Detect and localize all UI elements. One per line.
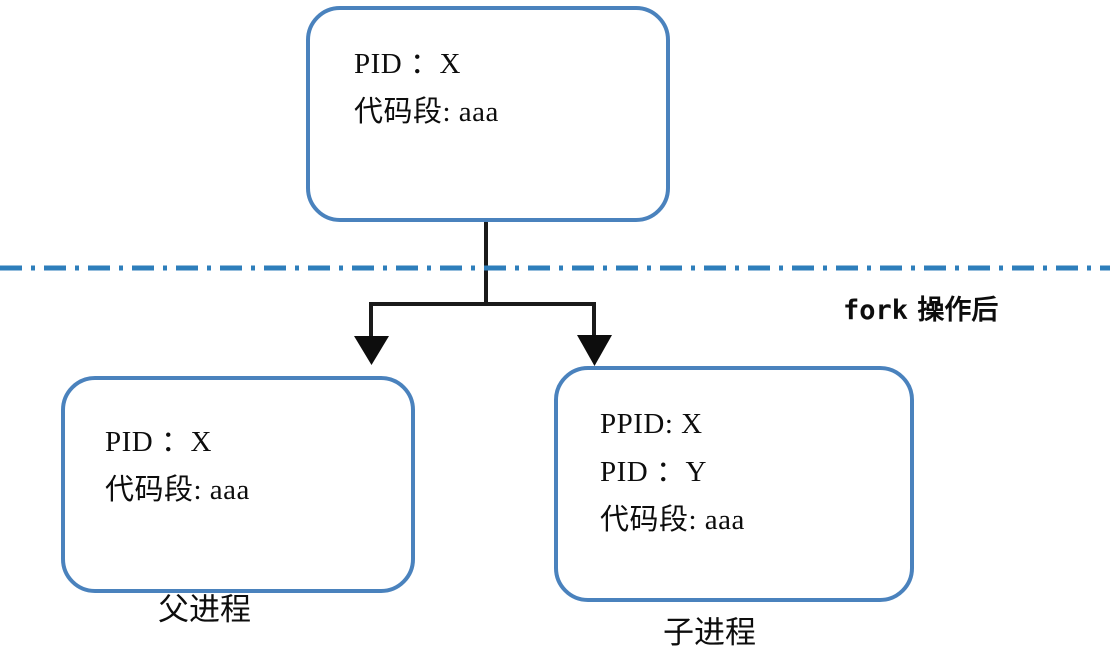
- process-field-code-segment: 代码段: aaa: [105, 474, 250, 506]
- child-arrowhead: [577, 335, 612, 366]
- parent-arrowhead: [354, 336, 389, 365]
- fork-stage-label: fork 操作后: [843, 288, 998, 327]
- process-field-code-segment: 代码段: aaa: [354, 96, 499, 128]
- process-box-original: PID ：X 代码段: aaa: [306, 6, 670, 222]
- process-box-original-text: PID ：X 代码段: aaa: [354, 40, 499, 136]
- fork-label-latin: fork: [843, 295, 909, 326]
- process-box-parent-text: PID ：X 代码段: aaa: [105, 418, 250, 514]
- process-box-child-text: PPID: X PID ：Y 代码段: aaa: [600, 400, 745, 544]
- fork-divider-line: [0, 265, 1110, 271]
- process-field-ppid: PPID: X: [600, 408, 703, 440]
- process-field-code-segment: 代码段: aaa: [600, 504, 745, 536]
- process-box-child: PPID: X PID ：Y 代码段: aaa: [554, 366, 914, 602]
- caption-child-process: 子进程: [663, 615, 756, 651]
- process-field-pid: PID ：Y: [600, 456, 707, 488]
- process-field-pid: PID ：X: [105, 426, 212, 458]
- process-box-parent: PID ：X 代码段: aaa: [61, 376, 415, 593]
- fork-label-cjk: 操作后: [908, 295, 999, 326]
- caption-parent-process: 父进程: [158, 592, 251, 628]
- process-field-pid: PID ：X: [354, 48, 461, 80]
